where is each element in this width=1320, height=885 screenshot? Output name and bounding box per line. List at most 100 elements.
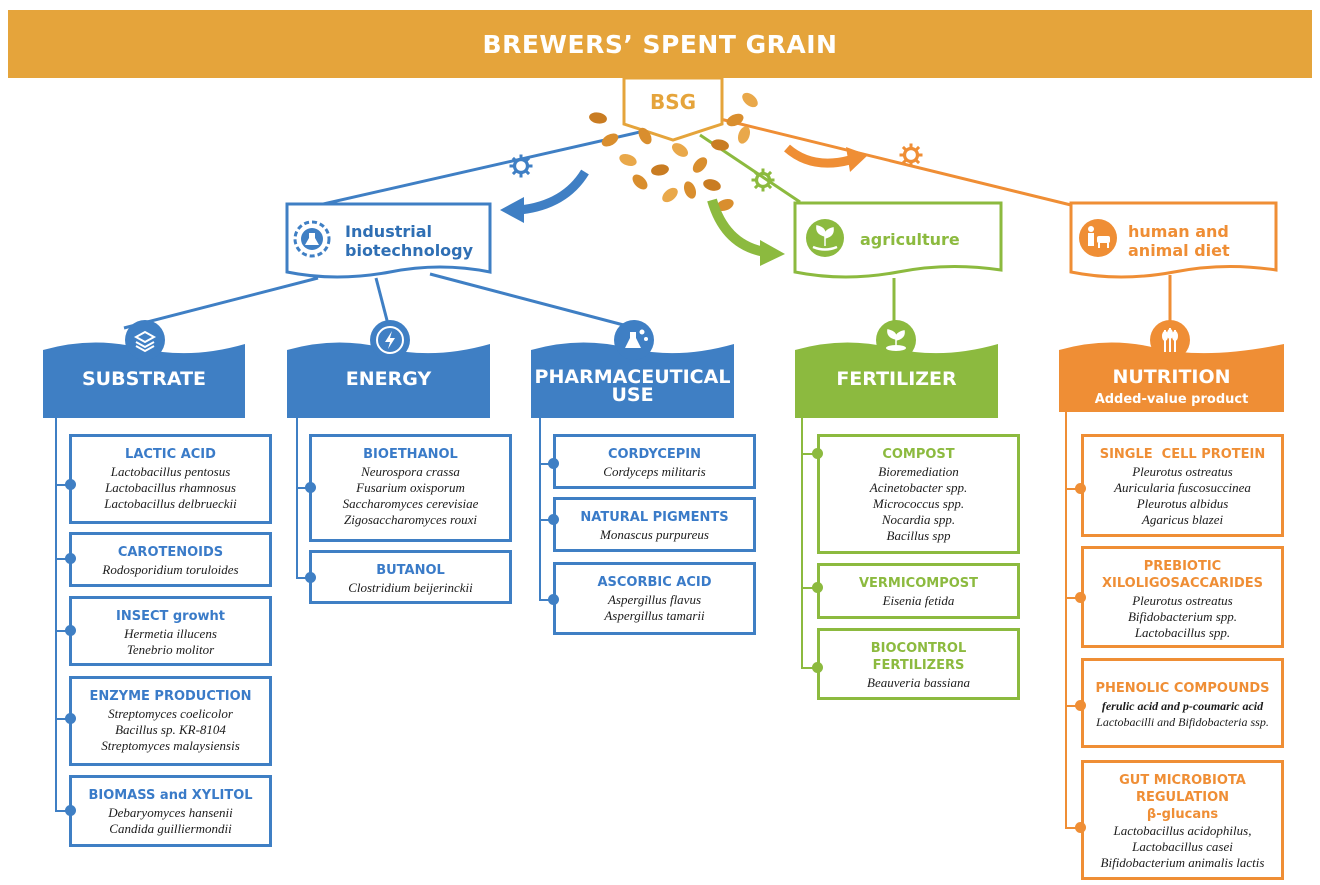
diet-label-line1: human and [1128, 222, 1229, 241]
item-title-line2: FERTILIZERS [872, 658, 965, 673]
list-item-phenolic-compounds: PHENOLIC COMPOUNDS ferulic acid and p-co… [1081, 658, 1284, 748]
organism: Beauveria bassiana [867, 675, 970, 690]
organism: Hermetia illucens [124, 626, 217, 641]
connector-dot [65, 553, 76, 564]
connector-dot [1075, 700, 1086, 711]
fertilizer-header [795, 342, 998, 418]
diet-banner [1069, 201, 1278, 279]
page-title: BREWERS’ SPENT GRAIN [8, 10, 1312, 78]
item-title: NATURAL PIGMENTS [580, 510, 729, 525]
organism: Bacillus spp [886, 528, 951, 543]
gear-icon [899, 143, 923, 167]
list-item-biomass-xylitol: BIOMASS and XYLITOL Debaryomyces hanseni… [69, 775, 272, 847]
nutrition-title-label: NUTRITION [1112, 366, 1231, 388]
connector-dot [548, 458, 559, 469]
organism: Lactobacillus pentosus [110, 464, 231, 479]
connector-dot [812, 582, 823, 593]
item-title-line2: XILOLIGOSACCARIDES [1101, 576, 1264, 591]
lightning-icon [370, 320, 410, 360]
item-title: BIOCONTROL [870, 641, 967, 656]
substrate-title: SUBSTRATE [81, 368, 207, 390]
organism: Cordyceps militaris [603, 464, 706, 479]
connector-dot [65, 479, 76, 490]
organism: Clostridium beijerinckii [348, 580, 473, 595]
organism: Lactobacillus spp. [1134, 625, 1231, 640]
item-title-line3: β-glucans [1146, 807, 1219, 822]
pharma-title-line1: PHARMACEUTICAL [534, 366, 731, 388]
molecule-flask-icon [614, 320, 654, 360]
connector-dot [65, 625, 76, 636]
substrate-header [43, 342, 245, 418]
item-title: ENZYME PRODUCTION [89, 689, 252, 704]
connector-dot [812, 448, 823, 459]
connector-dot [65, 713, 76, 724]
list-item-compost: COMPOST Bioremediation Acinetobacter spp… [817, 434, 1020, 554]
diet-label-line2: animal diet [1128, 241, 1230, 260]
pharma-title-line2: USE [611, 384, 654, 406]
item-title: BIOETHANOL [363, 447, 458, 462]
organism: Lactobacillus delbrueckii [104, 496, 237, 511]
connector-dot [1075, 822, 1086, 833]
organism: Lactobacilli and Bifidobacteria ssp. [1096, 715, 1269, 729]
item-title: COMPOST [882, 447, 955, 462]
bsg-label: BSG [649, 90, 697, 114]
gear-icon [509, 154, 533, 178]
organism: Zigosaccharomyces rouxi [344, 512, 477, 527]
plant-hand-icon [806, 219, 844, 257]
connector-dot [1075, 592, 1086, 603]
organism: Agaricus blazei [1141, 512, 1224, 527]
wheat-icon [1150, 320, 1190, 360]
organism: Debaryomyces hansenii [108, 805, 233, 820]
list-item-butanol: BUTANOL Clostridium beijerinckii [309, 550, 512, 604]
organism: Neurospora crassa [361, 464, 460, 479]
industrial-banner [285, 202, 492, 279]
nutrition-subtitle: Added-value product [1094, 392, 1249, 407]
organism: Candida guilliermondii [109, 821, 232, 836]
list-item-gut-microbiota: GUT MICROBIOTA REGULATION β-glucans Lact… [1081, 760, 1284, 880]
organism: Acinetobacter spp. [869, 480, 968, 495]
connector-dot [812, 662, 823, 673]
item-title-line2: REGULATION [1135, 790, 1230, 805]
connector-dot [305, 572, 316, 583]
organism: Lactobacillus rhamnosus [105, 480, 236, 495]
list-item-natural-pigments: NATURAL PIGMENTS Monascus purpureus [553, 497, 756, 552]
organism: Monascus purpureus [600, 527, 709, 542]
industrial-label: Industrial biotechnology [345, 222, 473, 260]
arrow-icon [500, 169, 589, 223]
item-title: GUT MICROBIOTA [1119, 773, 1246, 788]
sprout-icon [876, 320, 916, 360]
list-item-carotenoids: CAROTENOIDS Rodosporidium toruloides [69, 532, 272, 587]
item-title: INSECT growht [115, 609, 226, 624]
energy-header [287, 342, 490, 418]
organism: Pleurotus ostreatus [1132, 593, 1233, 608]
organism: Rodosporidium toruloides [102, 562, 239, 577]
connector-dot [548, 514, 559, 525]
pharma-header [531, 342, 734, 418]
industrial-label-line2: biotechnology [345, 241, 474, 260]
organism: Auricularia fuscosuccinea [1114, 480, 1251, 495]
connector-dot [65, 805, 76, 816]
organism: Lactobacillus acidophilus, [1113, 823, 1252, 838]
nutrition-title: NUTRITION Added-value product [1059, 368, 1284, 409]
item-title: SINGLE CELL PROTEIN [1099, 447, 1266, 462]
person-cow-icon [1079, 219, 1117, 257]
list-item-biocontrol-fertilizers: BIOCONTROL FERTILIZERS Beauveria bassian… [817, 628, 1020, 700]
layers-icon [125, 320, 165, 360]
item-title: BUTANOL [376, 563, 445, 578]
diet-label: human and animal diet [1128, 222, 1230, 260]
arrow-icon [707, 198, 785, 266]
list-item-prebiotic: PREBIOTIC XILOLIGOSACCARIDES Pleurotus o… [1081, 546, 1284, 648]
arrow-icon [784, 144, 868, 172]
list-item-insect-growth: INSECT growht Hermetia illucens Tenebrio… [69, 596, 272, 666]
item-title: LACTIC ACID [125, 447, 216, 462]
organism: Bifidobacterium animalis lactis [1100, 855, 1265, 870]
organism: Pleurotus albidus [1136, 496, 1229, 511]
organism: Eisenia fetida [882, 593, 955, 608]
list-item-lactic-acid: LACTIC ACID Lactobacillus pentosus Lacto… [69, 434, 272, 524]
organism: Bacillus sp. KR-8104 [115, 722, 226, 737]
item-title: PHENOLIC COMPOUNDS [1095, 681, 1270, 696]
organism: Bioremediation [878, 464, 959, 479]
list-item-cordycepin: CORDYCEPIN Cordyceps militaris [553, 434, 756, 489]
item-title: CORDYCEPIN [607, 447, 702, 462]
